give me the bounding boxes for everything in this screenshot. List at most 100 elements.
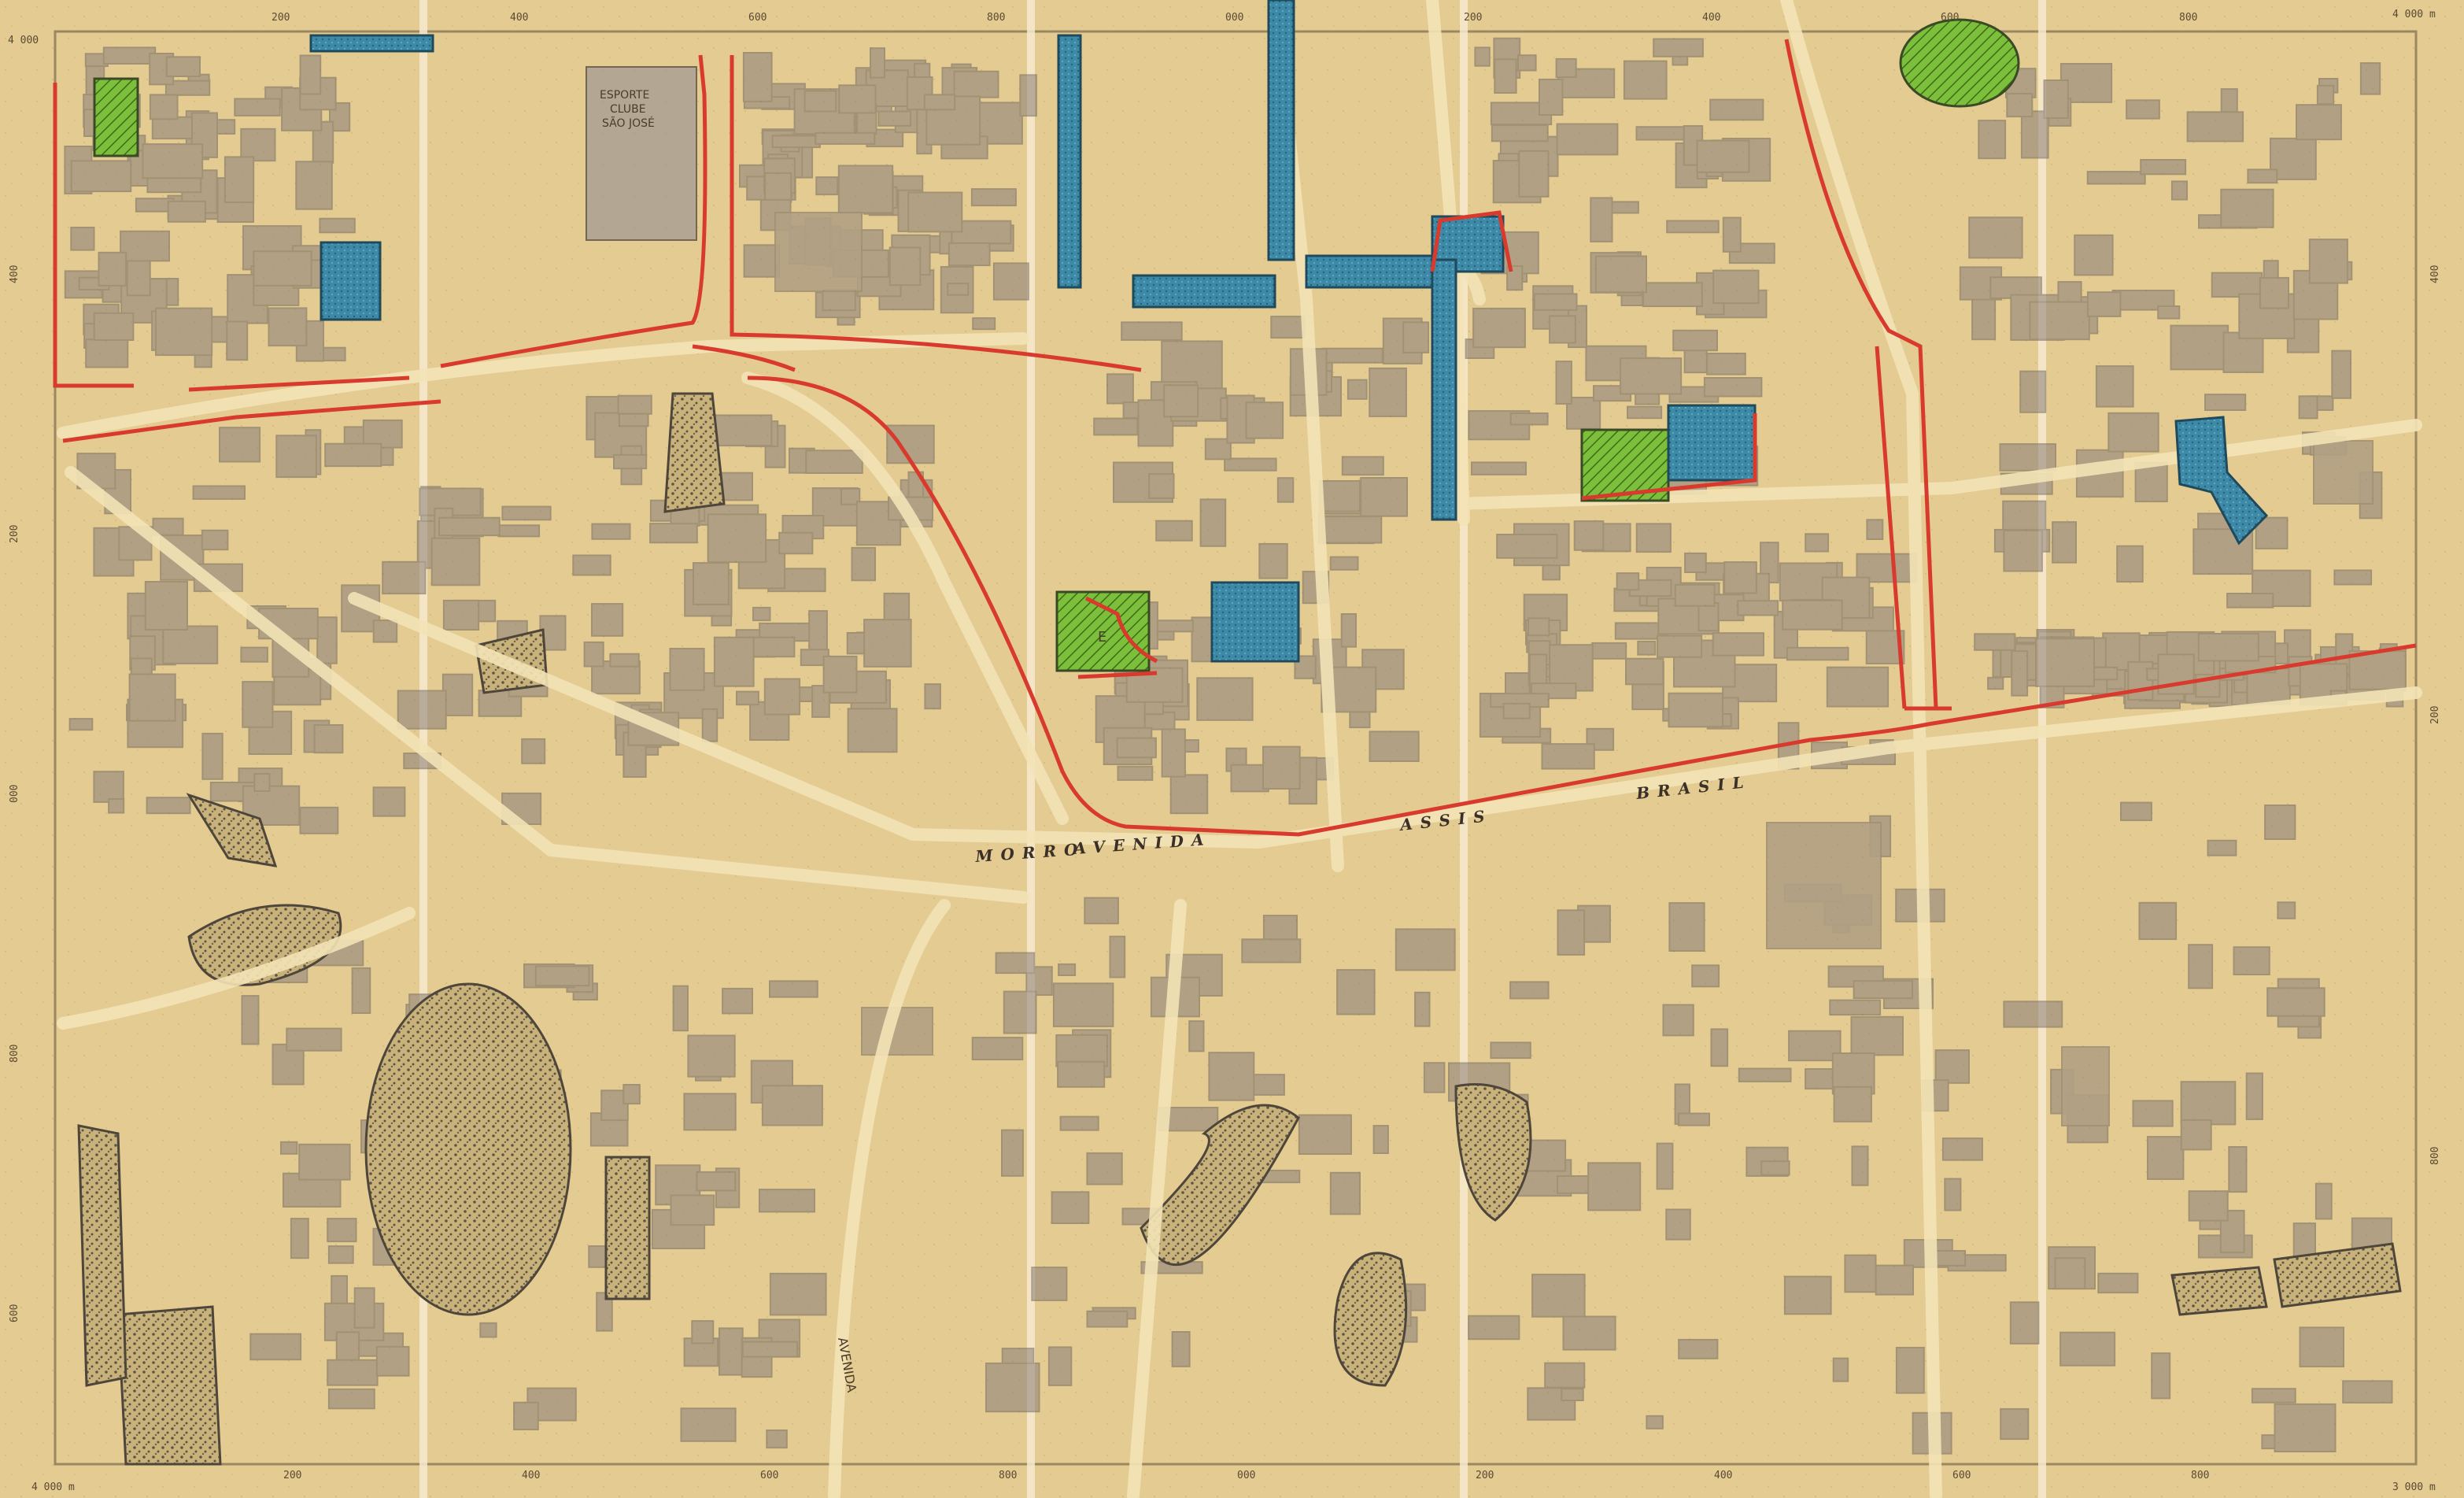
city-block: [1646, 1415, 1664, 1430]
park-south-2: [1333, 1252, 1408, 1387]
city-block: [1051, 1191, 1090, 1225]
city-block: [1003, 990, 1037, 1034]
city-block: [2180, 1081, 2237, 1126]
blue-zone-nw: [320, 241, 382, 321]
city-block: [1844, 1254, 1877, 1293]
city-block: [1784, 883, 1842, 903]
city-block: [1414, 991, 1431, 1027]
bottom-tick: 600: [1952, 1470, 1971, 1481]
city-block: [947, 283, 970, 296]
city-block: [144, 581, 189, 631]
park-sw-2: [77, 1124, 127, 1387]
city-block: [1161, 728, 1186, 778]
city-block: [2188, 944, 2214, 989]
city-block: [1474, 46, 1491, 67]
city-block: [1539, 78, 1564, 116]
green-zones: [93, 18, 2020, 672]
city-block: [1684, 552, 1707, 574]
city-block: [778, 531, 814, 555]
city-block: [2052, 521, 2078, 564]
city-block: [479, 1322, 497, 1338]
city-block: [372, 620, 398, 643]
city-block: [2157, 305, 2181, 320]
city-block: [1668, 692, 1723, 728]
city-block: [1850, 1015, 1904, 1056]
park-south: [1140, 1104, 1300, 1267]
city-block: [1155, 520, 1193, 542]
city-block: [2251, 1388, 2296, 1404]
city-block: [743, 244, 781, 278]
canal-vertical-2: [1431, 258, 1457, 521]
city-block: [1423, 1062, 1446, 1093]
city-block: [2097, 1272, 2139, 1294]
city-block: [2298, 395, 2318, 420]
city-block: [521, 738, 546, 764]
city-block: [1590, 197, 1613, 242]
right-tick: 400: [2429, 265, 2441, 283]
city-block: [804, 217, 832, 266]
city-block: [1084, 897, 1119, 925]
city-block: [1557, 909, 1586, 956]
city-block: [617, 394, 652, 415]
city-block: [501, 505, 552, 521]
city-block: [316, 616, 338, 664]
city-block: [253, 250, 312, 287]
left-tick: 200: [9, 525, 20, 543]
city-block: [1294, 655, 1317, 679]
top-tick: 000: [1225, 12, 1243, 24]
city-block: [1712, 632, 1764, 657]
city-block: [591, 603, 624, 637]
city-block: [769, 980, 818, 998]
city-block: [840, 487, 861, 505]
city-block: [672, 985, 689, 1032]
city-block: [1978, 120, 2007, 160]
city-block: [1851, 1145, 1869, 1186]
city-block: [696, 1171, 737, 1192]
city-block: [1270, 316, 1306, 339]
city-block: [327, 1245, 354, 1264]
city-block: [1058, 963, 1077, 977]
city-block: [299, 54, 322, 95]
city-block: [822, 655, 858, 694]
city-block: [722, 987, 753, 1015]
club-label-2: CLUBE: [610, 103, 646, 116]
city-block: [2067, 1093, 2109, 1144]
city-blocks: [64, 37, 2407, 1455]
city-block: [1783, 1275, 1832, 1315]
city-block: [1971, 298, 1997, 341]
city-block: [924, 683, 941, 710]
city-block: [223, 156, 255, 203]
city-block: [1657, 634, 1703, 658]
city-block: [1059, 1115, 1099, 1131]
city-block: [1369, 367, 1407, 417]
city-block: [438, 516, 501, 537]
city-block: [613, 453, 648, 470]
city-block: [1533, 293, 1578, 311]
city-block: [430, 537, 481, 586]
city-block: [1944, 1178, 1962, 1211]
city-block: [870, 47, 885, 79]
city-block: [1019, 74, 1037, 117]
bottom-tick: 400: [522, 1470, 540, 1481]
city-block: [1710, 1028, 1729, 1067]
city-block: [102, 46, 157, 65]
top-tick: 600: [748, 12, 767, 24]
city-block: [280, 1141, 298, 1155]
city-block: [2259, 276, 2289, 309]
city-block: [863, 619, 912, 668]
city-block: [167, 200, 206, 223]
city-block: [226, 320, 249, 361]
city-block: [201, 529, 229, 551]
city-block: [2220, 188, 2274, 228]
city-block: [748, 636, 796, 658]
city-block: [327, 1388, 375, 1410]
city-block: [1121, 321, 1183, 341]
city-block: [1987, 676, 2004, 690]
city-block: [618, 412, 649, 427]
city-block: [1723, 561, 1757, 594]
city-block: [1556, 123, 1619, 156]
bottom-tick: 200: [1476, 1470, 1494, 1481]
bottom-tick: 800: [999, 1470, 1017, 1481]
city-block: [995, 952, 1036, 975]
